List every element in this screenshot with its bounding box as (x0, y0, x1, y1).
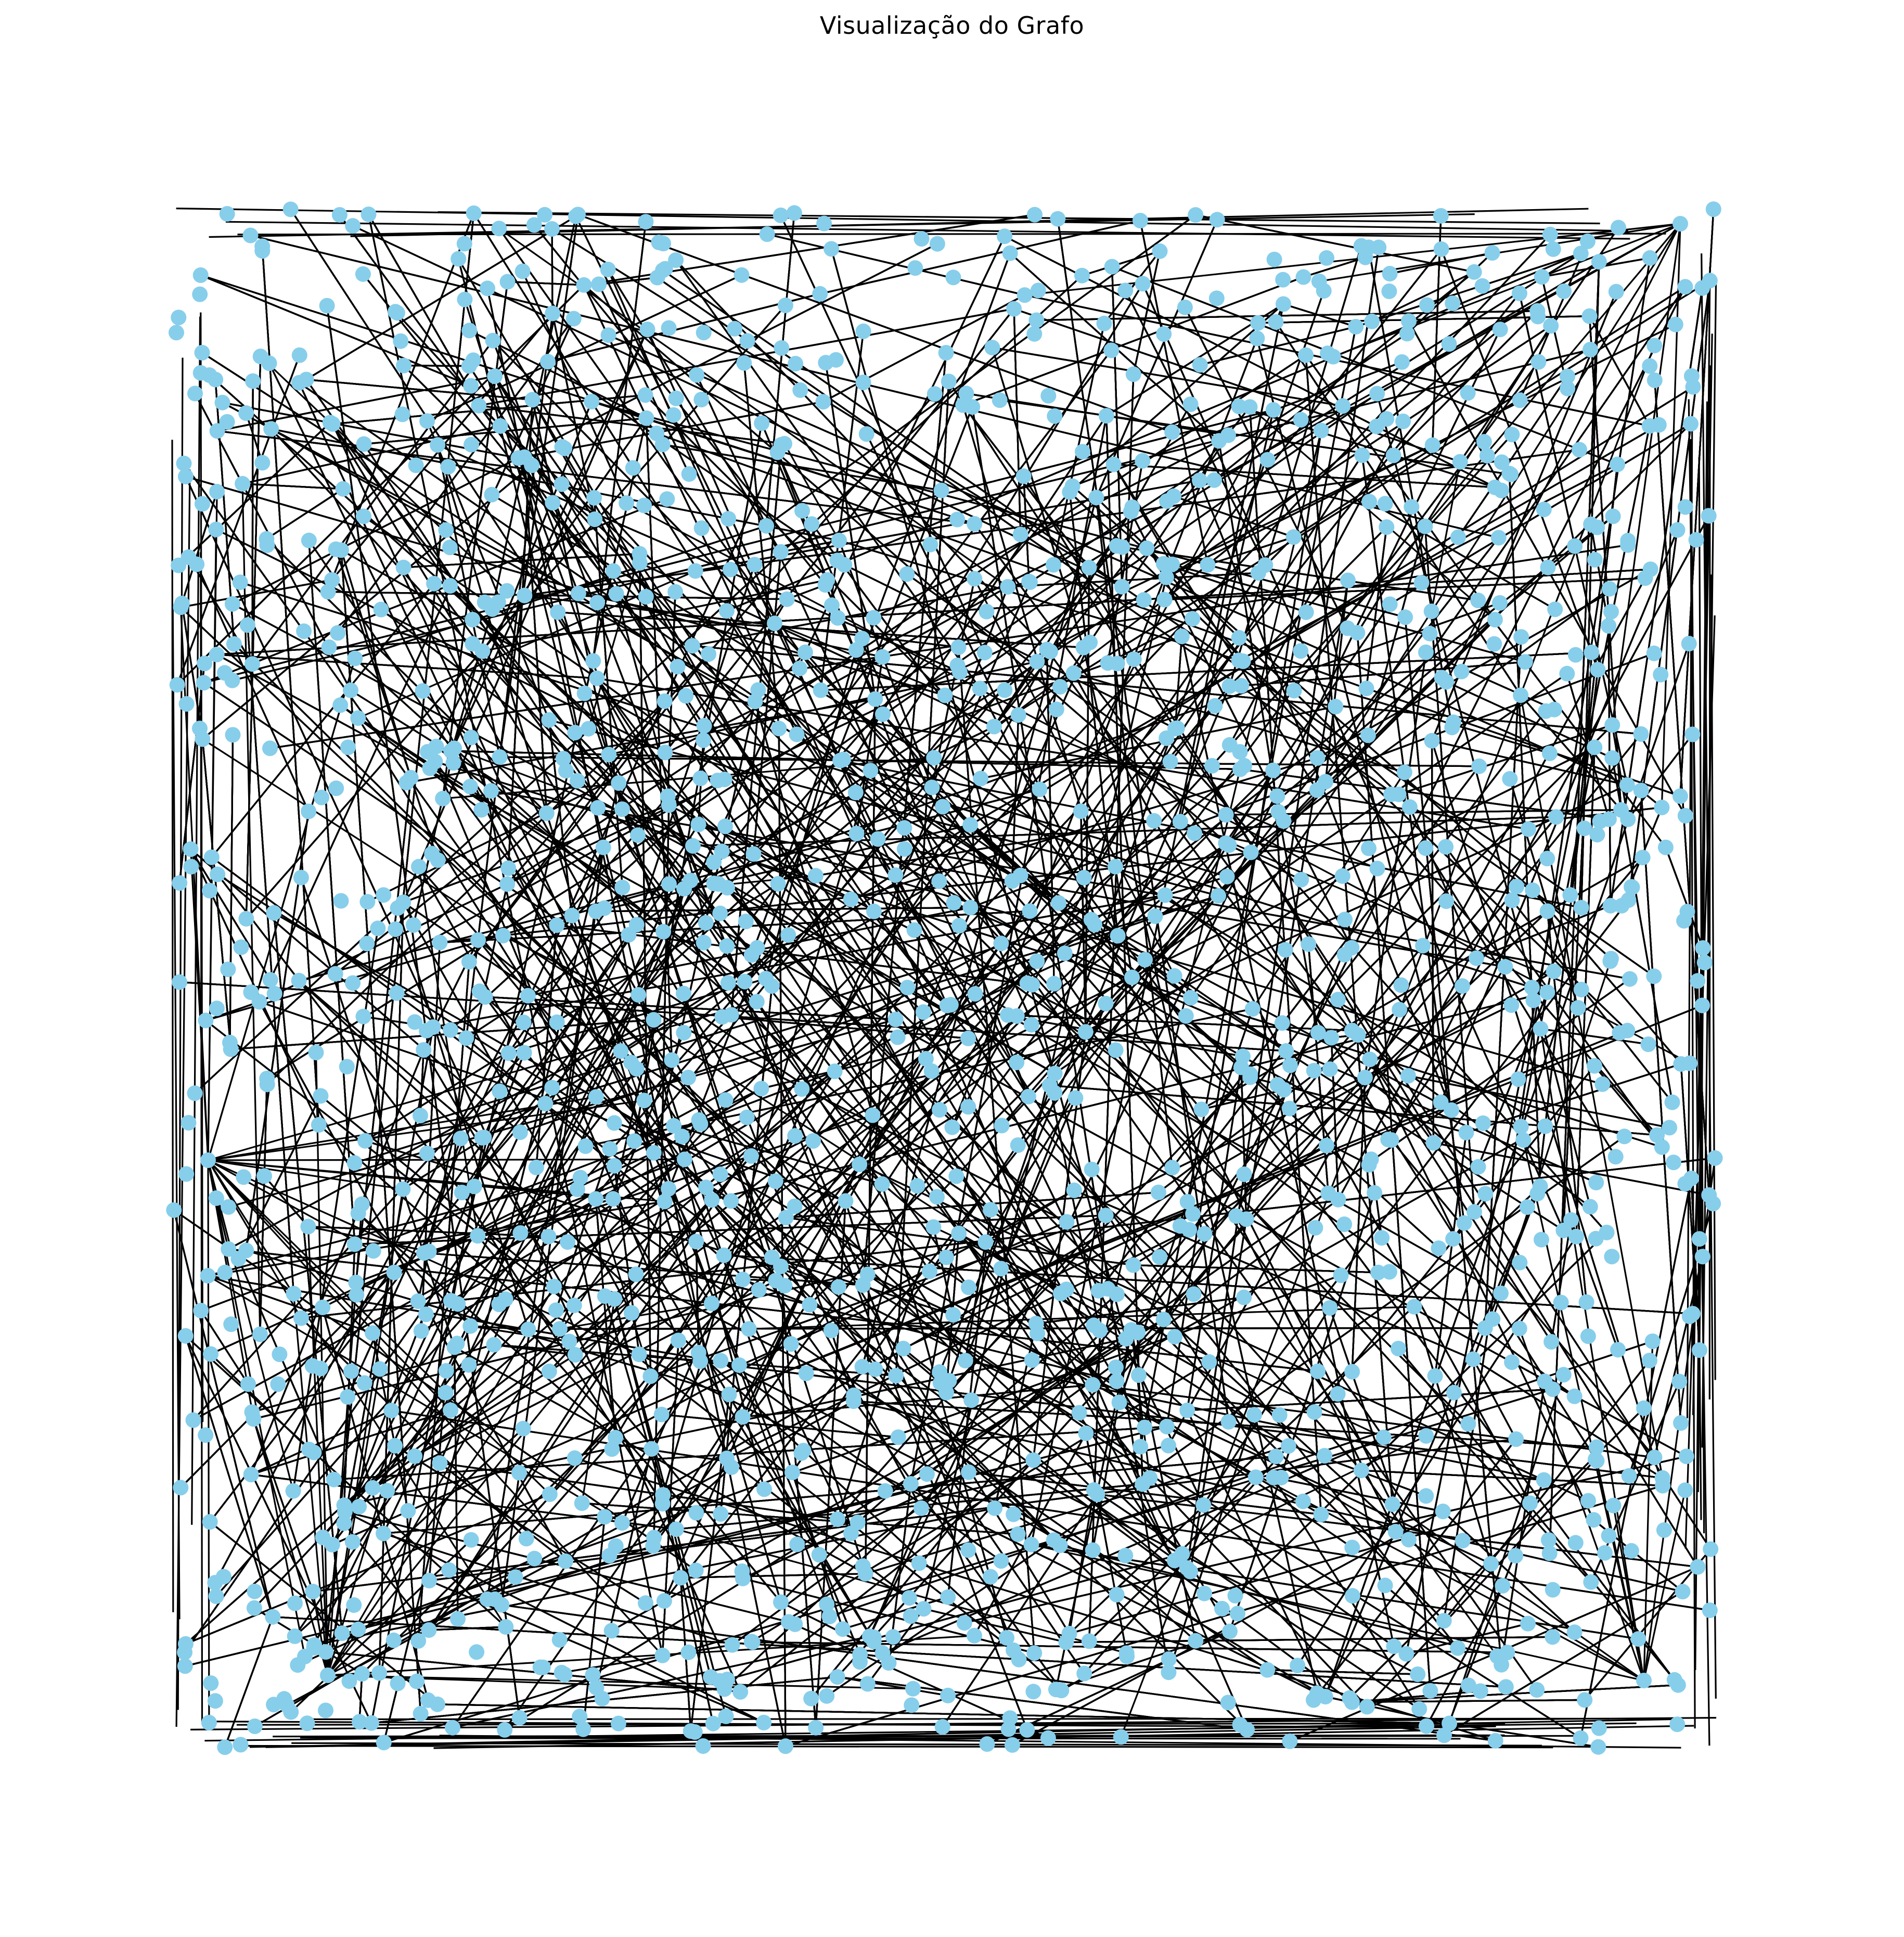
graph-edge (1252, 772, 1406, 1009)
graph-edge (767, 233, 1025, 296)
graph-edge (207, 1275, 623, 1524)
graph-edge (1367, 526, 1426, 736)
graph-edge (1167, 1414, 1255, 1673)
graph-edge (1113, 464, 1495, 489)
graph-edge (216, 653, 597, 679)
graph-edge (1431, 461, 1461, 612)
graph-edge (1520, 695, 1664, 1478)
graph-edge (498, 227, 1009, 588)
graph-edge (1607, 625, 1612, 906)
graph-edge (1139, 220, 1209, 565)
graph-edge (1369, 501, 1556, 610)
graph-edge (607, 269, 782, 553)
page-title: Visualização do Grafo (819, 11, 1085, 40)
graph-edge (1093, 1489, 1420, 1710)
graph-edge (1366, 1458, 1597, 1708)
graph-edge (621, 582, 1031, 1523)
graph-edge (1360, 1470, 1498, 1657)
graph-edge (229, 735, 234, 1043)
graph-edge (604, 1295, 664, 1495)
graph-edge (190, 848, 521, 1133)
graph-edge (1443, 1360, 1651, 1622)
graph-edge (657, 277, 1655, 977)
